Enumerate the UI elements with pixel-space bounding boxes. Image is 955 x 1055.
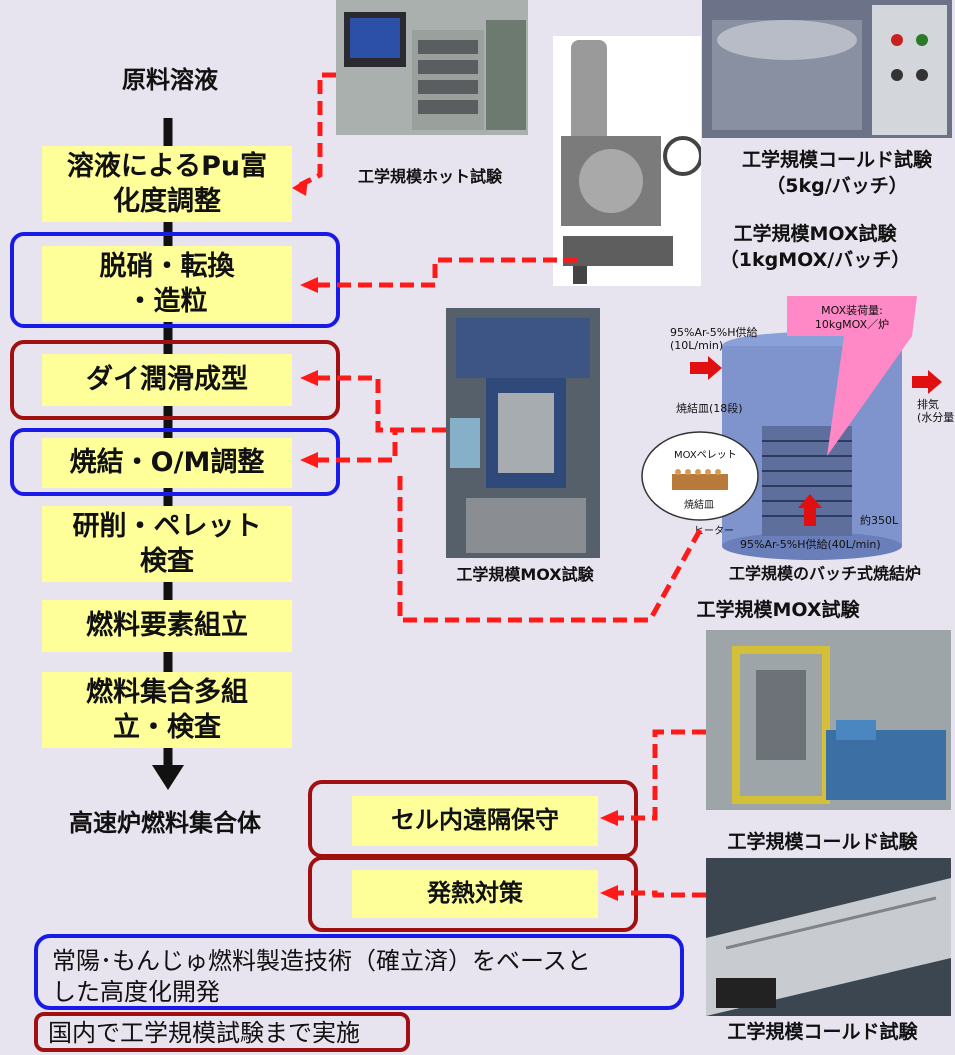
label-mox-test-3: 工学規模MOX試験 xyxy=(696,599,860,621)
flow-end: 高速炉燃料集合体 xyxy=(69,809,261,837)
step-grinding: 研削・ペレット 検査 xyxy=(42,506,292,582)
flow-arrowhead xyxy=(152,765,184,790)
step-die-pressing: ダイ潤滑成型 xyxy=(42,354,292,406)
gas-in-arrow xyxy=(690,356,722,380)
side-remote-maintenance: セル内遠隔保守 xyxy=(352,796,598,846)
label-mox-test-2: 工学規模MOX試験 xyxy=(456,565,594,584)
gas-bottom-arrow xyxy=(798,494,822,526)
svg-text:ヒーター: ヒーター xyxy=(694,525,734,537)
svg-text:MOX装荷量:10kgMOX／炉: MOX装荷量:10kgMOX／炉 xyxy=(815,304,889,331)
furnace-callout xyxy=(787,296,917,456)
svg-text:95%Ar-5%H供給(40L/min): 95%Ar-5%H供給(40L/min) xyxy=(740,537,881,551)
step-element-assembly: 燃料要素組立 xyxy=(42,600,292,652)
connector-mox2-press xyxy=(318,375,446,433)
svg-text:排気(水分量をモニタ: 排気(水分量をモニタ xyxy=(917,397,955,424)
svg-text:約350L: 約350L xyxy=(860,513,899,527)
legend-red: 国内で工学規模試験まで実施 xyxy=(34,1012,410,1052)
label-cold-test-1: 工学規模コールド試験 （5kg/バッチ） xyxy=(741,149,932,197)
photo-mox-test-1 xyxy=(553,36,701,286)
furnace-diagram: MOX装荷量:10kgMOX／炉 95%Ar-5%H供給(10L/min) 排気… xyxy=(641,296,955,560)
step-pu-enrichment: 溶液によるPu富 化度調整 xyxy=(42,146,292,222)
connector-mox2-sinter xyxy=(318,427,446,463)
photo-cold-test-1 xyxy=(702,0,952,138)
exhaust-arrow xyxy=(912,370,942,394)
photo-cold-test-3 xyxy=(706,858,951,1016)
flow-start: 原料溶液 xyxy=(122,66,218,94)
label-mox-test-1: 工学規模MOX試験 （1kgMOX/バッチ） xyxy=(719,223,911,271)
step-sintering: 焼結・O/M調整 xyxy=(42,438,292,488)
label-cold-test-3: 工学規模コールド試験 xyxy=(727,1021,918,1043)
connector-hot xyxy=(298,72,336,188)
photo-cold-test-2 xyxy=(706,630,951,810)
photo-hot-test xyxy=(336,0,528,135)
svg-text:MOXペレット: MOXペレット xyxy=(674,450,737,461)
label-furnace: 工学規模のバッチ式焼結炉 xyxy=(728,564,921,583)
label-cold-test-2: 工学規模コールド試験 xyxy=(727,831,918,853)
svg-text:焼結皿: 焼結皿 xyxy=(684,498,714,511)
callout-line1: MOX装荷量: xyxy=(821,304,883,317)
connector-heat xyxy=(618,890,706,898)
step-bundle-assembly: 燃料集合多組 立・検査 xyxy=(42,672,292,748)
connector-remote xyxy=(618,729,706,821)
blue-frame-denitration xyxy=(10,232,340,328)
svg-text:焼結皿(18段): 焼結皿(18段) xyxy=(676,401,743,415)
svg-text:95%Ar-5%H供給(10L/min): 95%Ar-5%H供給(10L/min) xyxy=(670,325,757,352)
connector-furnace xyxy=(397,470,703,623)
connector-mox1 xyxy=(318,257,578,288)
label-hot-test: 工学規模ホット試験 xyxy=(357,167,502,186)
photo-mox-test-2 xyxy=(446,308,600,558)
legend-blue: 常陽･もんじゅ燃料製造技術（確立済）をベースと した高度化開発 xyxy=(34,934,684,1010)
step-denitration: 脱硝・転換 ・造粒 xyxy=(42,246,292,322)
side-heat-measures: 発熱対策 xyxy=(352,870,598,918)
